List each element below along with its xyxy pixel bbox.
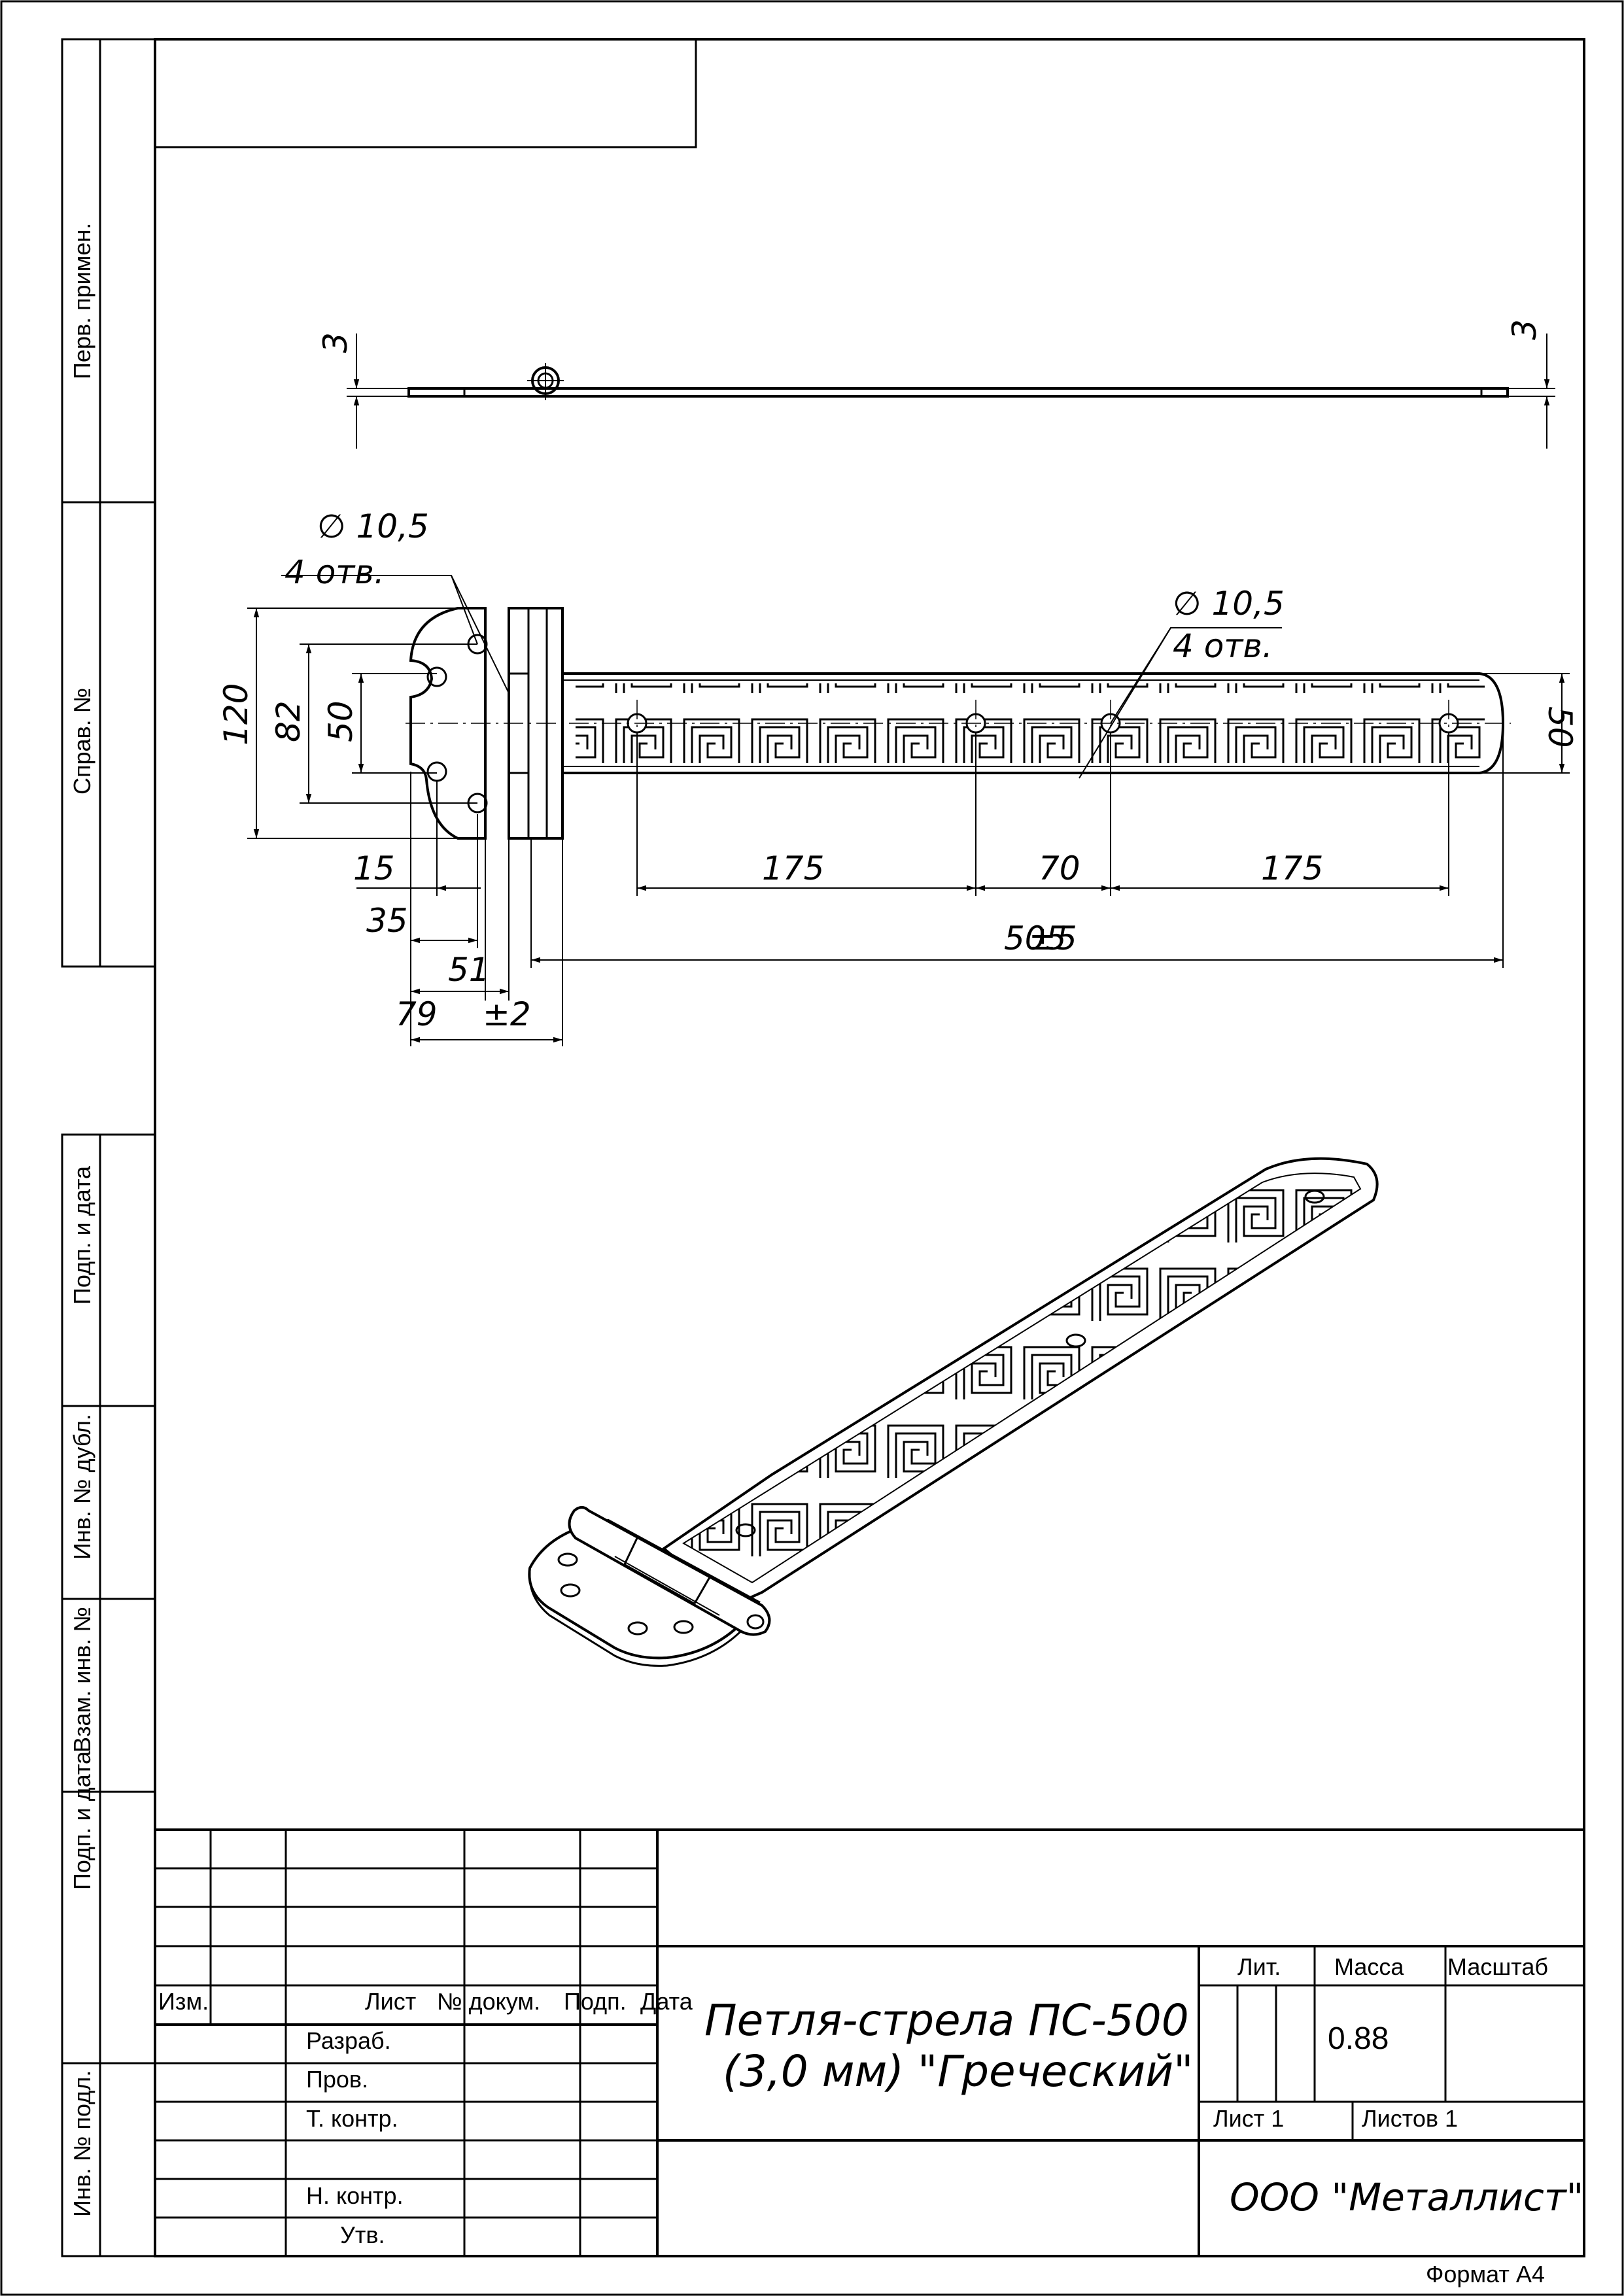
sidebar-podp-data-1: Подп. и дата [69,1165,95,1305]
dim-505: 505 [1004,919,1066,957]
dim-height-50-left: 50 [322,700,360,742]
sidebar [61,38,156,2257]
dim-hole-left-diameter: ∅ 10,5 [317,507,429,545]
product-name-line2: (3,0 мм) "Греческий" [723,2046,1194,2097]
tb-header-list: Лист [365,1988,416,2015]
front-dimensions [247,575,1570,1046]
isometric-view [528,1157,1379,1667]
product-name-line1: Петля-стрела ПС-500 [704,1995,1189,2046]
tb-header-izm: Изм. [158,1988,209,2015]
dim-height-120: 120 [217,683,255,745]
dim-pm2: ±2 [483,995,531,1033]
dim-70: 70 [1039,849,1080,887]
main-frame [154,38,1585,2257]
tb-row-prov: Пров. [306,2066,368,2093]
tb-row-razrab: Разраб. [306,2027,391,2054]
tb-sheets-label: Листов 1 [1362,2105,1458,2132]
sidebar-podp-data-2: Подп. и дата [69,1751,95,1890]
tb-lit-label: Лит. [1237,1953,1281,1980]
dim-flat-thickness-left: 3 [317,332,354,353]
dim-hole-left-count: 4 отв. [285,553,385,591]
tb-mass-value: 0.88 [1328,2021,1389,2056]
format-label: Формат А4 [1426,2261,1545,2287]
front-view [406,607,1511,840]
dim-505-tolerance: ±5 [1029,919,1077,957]
sidebar-inv-dubl: Инв. № дубл. [69,1414,95,1560]
tb-header-data: Дата [640,1988,693,2015]
hinge-leaf [409,607,487,840]
sidebar-inv-podl: Инв. № подл. [69,2070,95,2217]
sidebar-perv-primen: Перв. примен. [69,223,95,379]
iso-knuckle [568,1506,771,1636]
tb-row-utv: Утв. [340,2221,385,2248]
dim-51: 51 [448,951,490,989]
tb-header-dokum: № докум. [437,1988,540,2015]
company-name: ООО "Металлист" [1230,2175,1583,2219]
tb-sheet-label: Лист 1 [1213,2105,1284,2132]
dim-15: 15 [353,849,395,887]
dim-hole-right-diameter: ∅ 10,5 [1173,585,1285,623]
dim-79: 79 [396,995,438,1033]
dim-flat-thickness-right: 3 [1506,319,1544,340]
dim-hole-right-count: 4 отв. [1173,627,1273,665]
dim-35: 35 [366,902,408,940]
dim-175-b: 175 [1261,849,1323,887]
tb-row-tkontr: Т. контр. [306,2105,398,2132]
sidebar-sprav-no: Справ. № [69,688,95,795]
dim-height-50-right: 50 [1541,706,1579,748]
dim-175-a: 175 [762,849,824,887]
sidebar-vzam-inv: Взам. инв. № [69,1607,95,1753]
tb-scale-label: Масштаб [1447,1953,1548,1980]
title-block [155,1828,1584,2256]
tb-mass-label: Масса [1334,1953,1404,1980]
leaf-hole [426,666,447,687]
top-view [347,334,1555,449]
tb-row-nkontr: Н. контр. [306,2182,404,2209]
tb-header-podp: Подп. [564,1988,627,2015]
dim-height-82: 82 [269,700,307,742]
top-left-box [154,38,697,148]
leaf-hole [426,761,447,782]
